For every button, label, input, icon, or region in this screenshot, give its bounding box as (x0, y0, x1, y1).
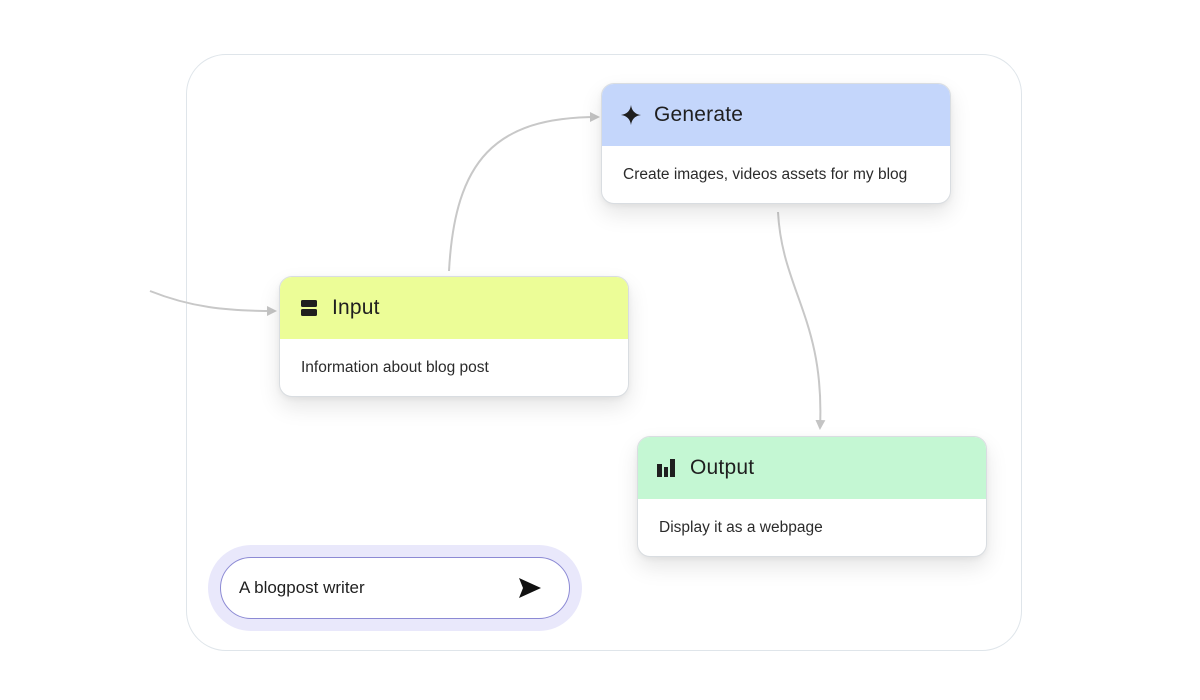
input-node-header: Input (280, 277, 628, 339)
bar-chart-icon (656, 457, 678, 479)
sparkle-icon (620, 104, 642, 126)
input-icon (298, 297, 320, 319)
send-icon (519, 578, 541, 598)
generate-node-title: Generate (654, 103, 744, 126)
input-node-title: Input (332, 296, 380, 319)
prompt-bar (220, 557, 570, 619)
prompt-input[interactable] (239, 578, 499, 598)
output-node-header: Output (638, 437, 986, 499)
output-node[interactable]: Output Display it as a webpage (637, 436, 987, 557)
send-button[interactable] (517, 576, 543, 600)
generate-node[interactable]: Generate Create images, videos assets fo… (601, 83, 951, 204)
input-node[interactable]: Input Information about blog post (279, 276, 629, 397)
generate-node-description: Create images, videos assets for my blog (623, 166, 908, 183)
output-node-title: Output (690, 456, 755, 479)
output-node-description: Display it as a webpage (659, 519, 823, 536)
generate-node-header: Generate (602, 84, 950, 146)
input-node-description: Information about blog post (301, 359, 489, 376)
